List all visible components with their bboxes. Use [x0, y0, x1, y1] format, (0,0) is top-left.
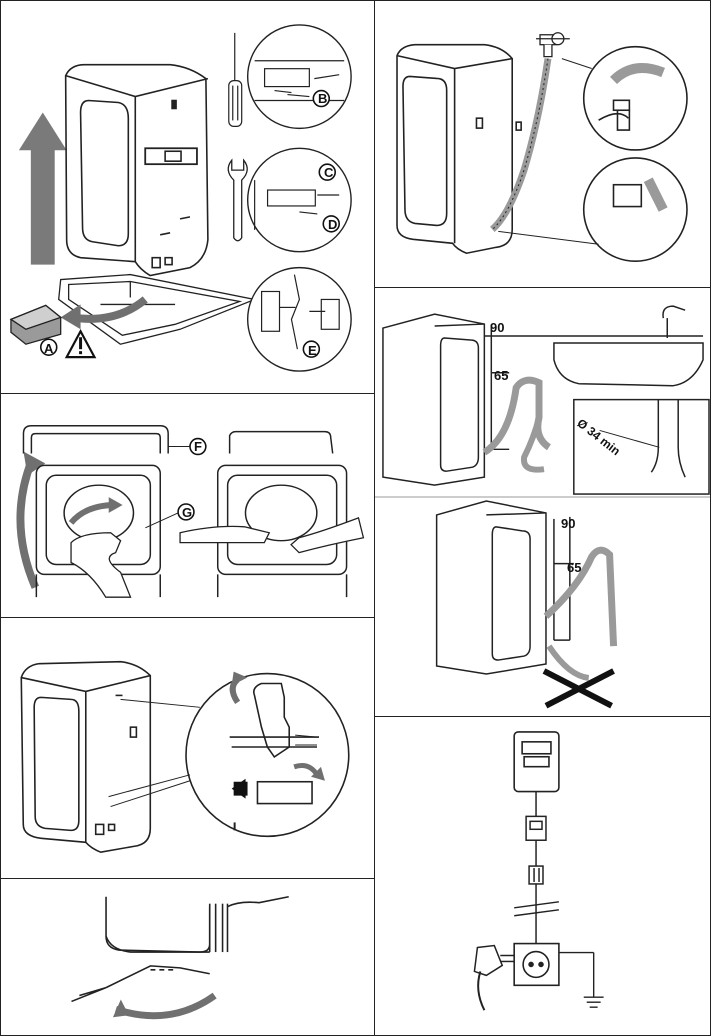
panel-water-inlet [374, 0, 711, 288]
water-inlet-illustration [375, 1, 710, 287]
label-g: G [182, 505, 192, 520]
panel-electrical [374, 716, 711, 1036]
electric-meter-icon [514, 732, 559, 792]
warning-icon [67, 331, 95, 357]
shipping-base [59, 275, 255, 345]
label-d: D [328, 217, 337, 232]
label-c: C [324, 165, 333, 180]
foam-block [11, 305, 61, 344]
fuse-icon [529, 866, 543, 884]
drain-illustration [375, 288, 710, 716]
panel-drain: 90 65 Ø 34 min 90 65 [374, 287, 711, 717]
electrical-illustration [375, 717, 710, 1035]
label-e: E [308, 343, 317, 358]
ground-icon [584, 953, 604, 1008]
unpacking-illustration [1, 1, 374, 393]
panel-base-foot [0, 878, 375, 1036]
drain-height-max-2: 90 [561, 516, 575, 531]
screwdriver-icon [229, 33, 242, 126]
breaker-icon [526, 816, 546, 840]
label-f: F [194, 439, 202, 454]
plug-icon [474, 946, 514, 976]
drain-height-max: 90 [490, 320, 504, 335]
washing-machine [66, 65, 208, 276]
base-foot-illustration [1, 879, 374, 1035]
panel-unpacking: B C D E A [0, 0, 375, 394]
wrench-icon [228, 160, 247, 241]
panel-drum-open: F G [0, 393, 375, 618]
label-a: A [44, 341, 53, 356]
drain-height-min: 65 [494, 368, 508, 383]
label-b: B [318, 91, 327, 106]
tap-icon [536, 33, 570, 57]
panel-hole-covers [0, 617, 375, 879]
socket-icon [514, 944, 559, 986]
hole-covers-illustration [1, 618, 374, 878]
drain-height-min-2: 65 [567, 560, 581, 575]
lift-arrow-icon [19, 112, 67, 264]
